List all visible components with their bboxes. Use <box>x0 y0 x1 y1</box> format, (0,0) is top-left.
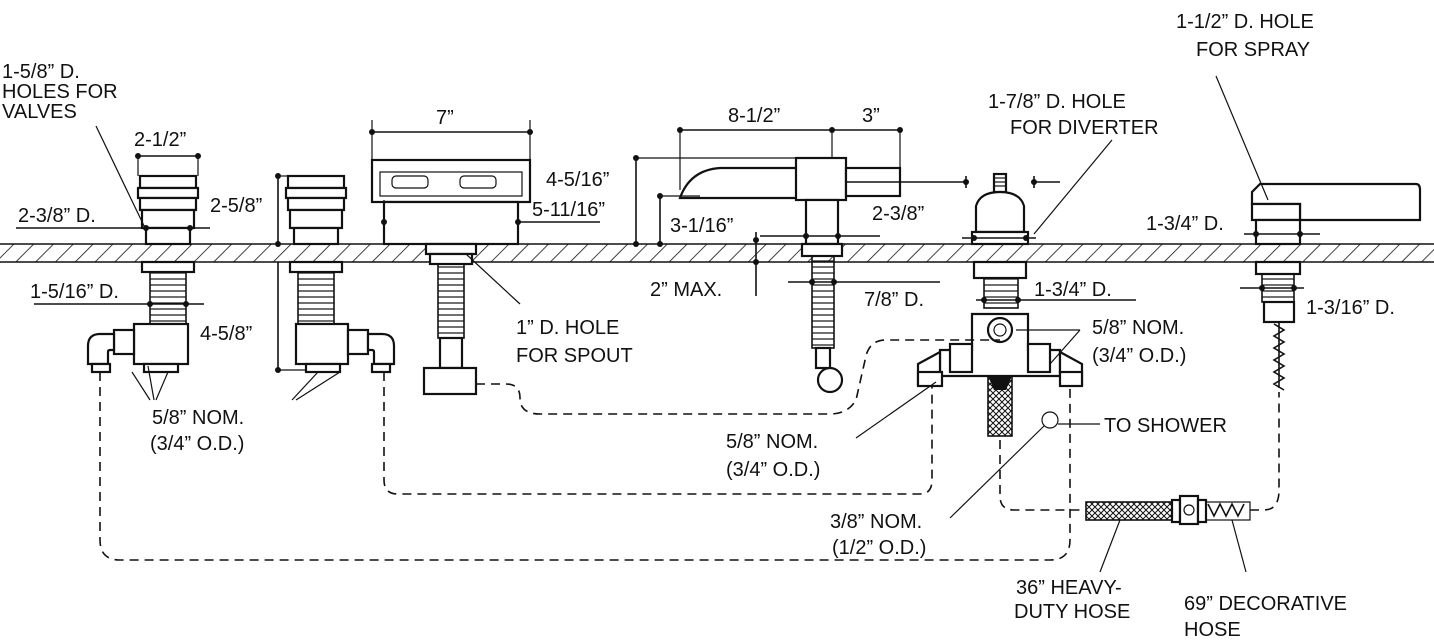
label-spout-hole-1: 1” D. HOLE <box>516 317 619 339</box>
label-nom-38-1: 3/8” NOM. <box>830 511 922 533</box>
label-spout-hole-2: FOR SPOUT <box>516 345 633 367</box>
label-nom-left-2: (3/4” O.D.) <box>150 433 244 455</box>
valve-elbows <box>86 332 396 374</box>
label-3: 3” <box>862 105 880 127</box>
label-diverter-hole-2: FOR DIVERTER <box>1010 117 1159 139</box>
label-7: 7” <box>436 107 454 129</box>
deck-surface <box>0 243 1434 263</box>
label-8-1-2: 8-1/2” <box>728 105 780 127</box>
label-nom-mid-2: (3/4” O.D.) <box>726 459 820 481</box>
left-valve <box>112 174 200 374</box>
label-to-shower: TO SHOWER <box>1104 415 1227 437</box>
label-diverter-hole-1: 1-7/8” D. HOLE <box>988 91 1126 113</box>
diverter <box>916 172 1084 437</box>
label-nom-mid-1: 5/8” NOM. <box>726 431 818 453</box>
label-2-3-8-d: 2-3/8” D. <box>18 205 96 227</box>
dimension-lines <box>16 120 1320 373</box>
label-spray-hole-2: FOR SPRAY <box>1196 39 1310 61</box>
label-2-1-2: 2-1/2” <box>134 129 186 151</box>
label-3-1-16: 3-1/16” <box>670 215 733 237</box>
label-nom-right-2: (3/4” O.D.) <box>1092 345 1186 367</box>
label-1-3-4-d-spray: 1-3/4” D. <box>1146 213 1224 235</box>
supply-lines <box>99 339 1280 561</box>
label-spray-hole-1: 1-1/2” D. HOLE <box>1176 11 1314 33</box>
label-1-3-4-d-diverter: 1-3/4” D. <box>1034 279 1112 301</box>
tub-spout <box>678 156 902 394</box>
label-valve-holes-2: HOLES FOR <box>2 81 118 103</box>
label-hose36-2: DUTY HOSE <box>1014 601 1130 623</box>
label-4-5-16: 4-5/16” <box>546 169 609 191</box>
label-hose69-1: 69” DECORATIVE <box>1184 593 1347 615</box>
hoses <box>1085 494 1251 526</box>
label-valve-holes-1: 1-5/8” D. <box>2 61 80 83</box>
label-1-5-16-d: 1-5/16” D. <box>30 281 119 303</box>
spout <box>370 158 532 396</box>
label-nom-right-1: 5/8” NOM. <box>1092 317 1184 339</box>
leader-lines <box>95 75 1269 573</box>
label-5-11-16: 5-11/16” <box>532 199 605 221</box>
right-valve <box>284 174 370 374</box>
label-hose36-1: 36” HEAVY- <box>1016 577 1122 599</box>
label-4-5-8: 4-5/8” <box>200 323 252 345</box>
label-valve-holes-3: VALVES <box>2 101 77 123</box>
label-2-5-8: 2-5/8” <box>210 195 262 217</box>
labels: 1-5/8” D. HOLES FOR VALVES 2-1/2” 2-3/8”… <box>2 11 1395 641</box>
label-hose69-2: HOSE <box>1184 619 1241 641</box>
label-2-3-8: 2-3/8” <box>872 203 924 225</box>
label-7-8-d: 7/8” D. <box>864 289 924 311</box>
label-nom-left-1: 5/8” NOM. <box>152 407 244 429</box>
label-nom-38-2: (1/2” O.D.) <box>832 537 926 559</box>
hand-spray <box>1250 182 1422 391</box>
label-2-max: 2” MAX. <box>650 279 722 301</box>
label-1-3-16-d: 1-3/16” D. <box>1306 297 1395 319</box>
